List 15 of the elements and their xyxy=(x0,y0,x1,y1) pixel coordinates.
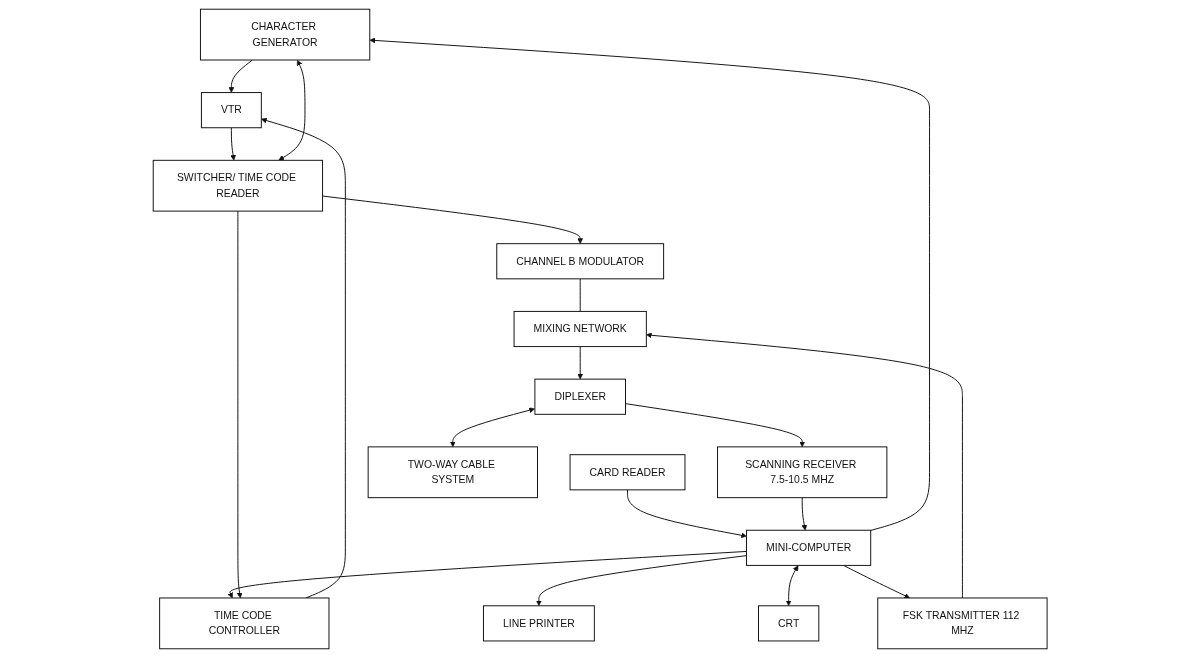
node-box: CRT xyxy=(758,605,820,642)
node-box: DIPLEXER xyxy=(534,378,627,415)
node-box: CHARACTER GENERATOR xyxy=(200,8,371,61)
node-box: TWO-WAY CABLE SYSTEM xyxy=(368,446,539,499)
node-box: VTR xyxy=(201,92,263,129)
node-box: SCANNING RECEIVER 7.5-10.5 MHZ xyxy=(717,446,888,499)
node-box: TIME CODE CONTROLLER xyxy=(159,597,330,650)
node-box: CARD READER xyxy=(569,454,686,491)
node-box: MIXING NETWORK xyxy=(513,310,648,348)
node-box: SWITCHER/ TIME CODE READER xyxy=(153,159,324,212)
node-box: FSK TRANSMITTER 112 MHZ xyxy=(877,597,1048,650)
node-box: LINE PRINTER xyxy=(483,605,596,642)
connector xyxy=(580,278,582,312)
node-box: MINI-COMPUTER xyxy=(746,529,872,566)
node-box: CHANNEL B MODULATOR xyxy=(496,243,665,280)
